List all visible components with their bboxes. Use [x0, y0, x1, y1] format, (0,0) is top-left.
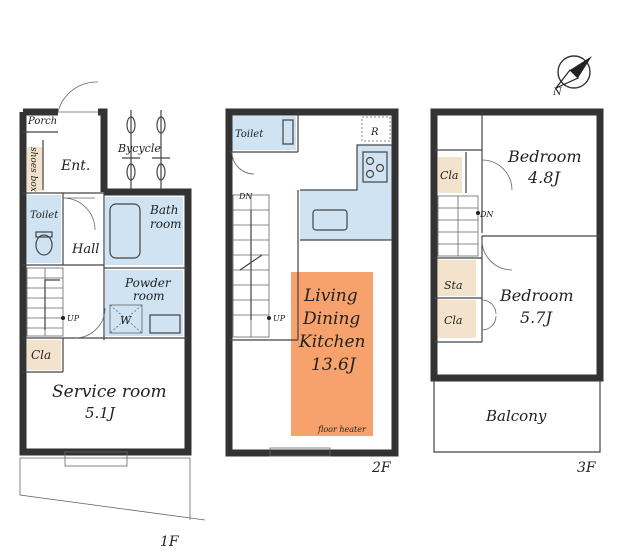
storage-fill: [438, 260, 476, 296]
bath-fill: [105, 197, 183, 265]
closet-1f-fill: [27, 340, 61, 370]
kitchen-counter: [300, 144, 392, 241]
floor-2f: Toilet R DN UP Living Dining Kitchen 13.…: [225, 108, 399, 476]
stairs-2f: [232, 194, 271, 338]
closet-3f-2-fill: [438, 300, 476, 338]
service-room-label: Service room: [52, 382, 167, 402]
stove-icon: [362, 151, 388, 183]
floor-1f: Porch shoes box Ent. Bycycle Toilet Hall…: [19, 81, 206, 550]
toilet-icon: [35, 234, 53, 256]
ldk-label-2: Dining: [302, 309, 360, 329]
powder-label-1: Powder: [124, 276, 172, 290]
powder-label-2: room: [133, 289, 165, 303]
hall-label: Hall: [71, 242, 99, 257]
stairs-down-3f-label: DN: [479, 210, 494, 219]
powder-fill: [105, 270, 183, 336]
bedroom-2-door: [481, 239, 513, 271]
shoes-box-label: shoes box: [28, 147, 38, 192]
service-door: [74, 307, 106, 339]
storage-label: Sta: [444, 279, 463, 292]
bedroom-1-label: Bedroom: [507, 147, 582, 166]
closet-3f-2-door: [481, 299, 497, 331]
kitchen-counter-fill: [300, 145, 392, 240]
stairs-3f: [437, 195, 480, 257]
ldk-size: 13.6J: [311, 355, 357, 375]
window-2f: [269, 447, 331, 457]
refrigerator-label: R: [370, 127, 379, 138]
stairs-up-2f-label: UP: [273, 314, 286, 323]
ldk-label-3: Kitchen: [298, 332, 365, 352]
toilet-2f-icon: [282, 119, 294, 145]
balcony-label: Balcony: [485, 407, 547, 425]
floor-3f: Cla Bedroom 4.8J DN Sta Cla Bedroom 5.7J…: [430, 108, 604, 476]
bedroom-1-door: [481, 159, 513, 191]
toilet-1f-fill: [27, 195, 61, 263]
closet-1f-label: Cla: [31, 348, 51, 362]
washer-label: W: [120, 314, 133, 327]
bicycle-label: Bycycle: [117, 142, 161, 155]
floor-heater-label: floor heater: [317, 425, 367, 434]
closet-3f-1-fill: [438, 157, 462, 193]
washer-icon: [109, 304, 143, 334]
floor-heater-area: [291, 272, 373, 436]
window-1f: [64, 451, 128, 467]
sink-icon: [149, 314, 181, 334]
floor-label-2f: 2F: [371, 460, 392, 476]
walls-3f: [430, 108, 604, 382]
floor-label-1f: 1F: [160, 534, 180, 550]
bedroom-2-size: 5.7J: [520, 308, 553, 327]
partitions-3f: [434, 112, 600, 343]
stairs-up-1f-label: UP: [67, 314, 80, 323]
entrance-door: [57, 81, 99, 113]
stairs-down-2f-label: DN: [238, 192, 253, 201]
toilet-2f-label: Toilet: [235, 129, 264, 140]
hall-door: [62, 197, 96, 231]
bedroom-2-label: Bedroom: [499, 286, 574, 305]
shoes-box-fill: [27, 147, 43, 191]
kitchen-sink-icon: [312, 209, 348, 231]
partitions-2f: [229, 112, 299, 341]
stairs-1f: [26, 267, 65, 337]
walls-2f: [225, 108, 399, 457]
partitions-1f: [23, 131, 188, 373]
terrace-1f: [19, 457, 206, 521]
floor-label-3f: 3F: [577, 460, 597, 476]
service-room-size: 5.1J: [85, 404, 116, 422]
north-arrow-icon: N: [552, 55, 592, 98]
toilet-1f-label: Toilet: [30, 210, 59, 221]
compass-label: N: [552, 87, 563, 98]
closet-3f-2-label: Cla: [444, 314, 463, 327]
bathtub-icon: [109, 203, 141, 259]
bedroom-1-size: 4.8J: [527, 168, 561, 187]
ldk-label-1: Living: [303, 286, 358, 306]
walls-1f: [19, 108, 192, 456]
balcony-walls: [433, 380, 601, 453]
toilet-2f-door: [231, 151, 255, 175]
porch-label: Porch: [27, 116, 57, 127]
entrance-label: Ent.: [60, 158, 90, 174]
bath-label-2: room: [150, 217, 182, 231]
bath-label-1: Bath: [149, 203, 179, 217]
refrigerator-icon: [361, 116, 391, 142]
bicycle-icon: [122, 110, 170, 190]
closet-3f-1-label: Cla: [440, 169, 459, 182]
